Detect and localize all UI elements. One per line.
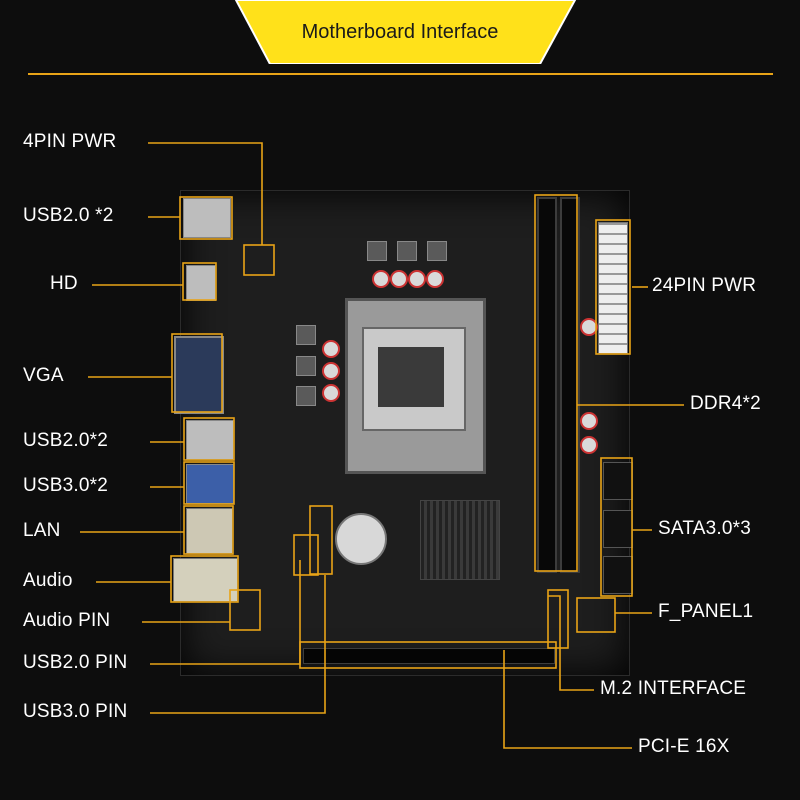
capacitor [322, 384, 340, 402]
capacitor [580, 436, 598, 454]
ram-slot-1 [537, 197, 557, 573]
label-usb30: USB3.0*2 [23, 475, 109, 496]
label-4pin-pwr: 4PIN PWR [23, 131, 117, 152]
label-audio: Audio [23, 570, 73, 591]
banner-shape [234, 0, 577, 64]
atx-24pin-connector [598, 222, 628, 354]
label-sata: SATA3.0*3 [658, 518, 751, 539]
capacitor [426, 270, 444, 288]
label-usb30-pin: USB3.0 PIN [23, 701, 128, 722]
label-m2: M.2 INTERFACE [600, 678, 747, 699]
ram-slot-2 [560, 197, 580, 573]
lan-port [186, 508, 233, 554]
capacitor [408, 270, 426, 288]
pcie-slot [303, 648, 555, 664]
capacitor [390, 270, 408, 288]
title-banner: Motherboard Interface [0, 0, 800, 64]
capacitor [580, 318, 598, 336]
banner-divider [28, 73, 773, 75]
inductor [296, 325, 316, 345]
label-usb20-pin: USB2.0 PIN [23, 652, 128, 673]
label-24pin-pwr: 24PIN PWR [652, 275, 757, 296]
capacitor [372, 270, 390, 288]
capacitor [322, 340, 340, 358]
label-ddr4: DDR4*2 [690, 393, 761, 414]
label-lan: LAN [23, 520, 61, 541]
capacitor [580, 412, 598, 430]
sata-port-1 [603, 462, 633, 500]
usb30-ports [186, 464, 234, 504]
vga-port [174, 336, 224, 414]
chipset-heatsink [420, 500, 500, 580]
label-pcie: PCI-E 16X [638, 736, 730, 757]
inductor [296, 386, 316, 406]
cpu-socket-center [378, 347, 444, 407]
label-f-panel: F_PANEL1 [658, 601, 754, 622]
inductor [296, 356, 316, 376]
audio-ports [173, 558, 238, 602]
label-usb20: USB2.0*2 [23, 430, 109, 451]
label-hd: HD [50, 273, 78, 294]
label-usb20-top: USB2.0 *2 [23, 205, 114, 226]
inductor [427, 241, 447, 261]
sata-port-3 [603, 556, 633, 594]
page-title: Motherboard Interface [301, 21, 499, 43]
sata-port-2 [603, 510, 633, 548]
usb20-ports [186, 420, 234, 460]
capacitor [322, 362, 340, 380]
label-audio-pin: Audio PIN [23, 610, 111, 631]
cmos-battery [335, 513, 387, 565]
inductor [367, 241, 387, 261]
usb-port-top [183, 198, 231, 238]
inductor [397, 241, 417, 261]
label-vga: VGA [23, 365, 64, 386]
